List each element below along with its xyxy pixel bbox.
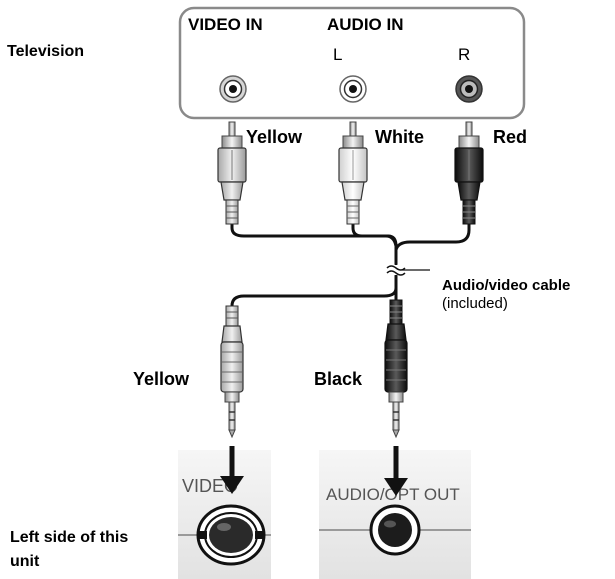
tv-audio-right-label: R bbox=[458, 45, 470, 64]
cable-name-label: Audio/video cable bbox=[442, 277, 570, 294]
black-mini-plug bbox=[384, 299, 408, 439]
white-plug-label: White bbox=[375, 127, 424, 147]
arrow-down-icon bbox=[220, 446, 244, 494]
yellow-mini-plug bbox=[220, 305, 244, 439]
tv-panel-frame bbox=[178, 6, 526, 120]
black-mini-plug-label: Black bbox=[314, 369, 363, 389]
cable-white-top bbox=[351, 222, 398, 248]
cable-red-top bbox=[394, 222, 471, 252]
av-cable bbox=[230, 222, 471, 314]
yellow-rca-plug bbox=[217, 121, 247, 225]
audio-opt-out-jack[interactable] bbox=[369, 504, 421, 556]
tv-audio-in-right-jack[interactable] bbox=[455, 75, 483, 103]
unit-side-label-line1: Left side of this bbox=[10, 529, 128, 546]
tv-video-in-label: VIDEO IN bbox=[188, 15, 263, 34]
tv-video-in-jack[interactable] bbox=[219, 75, 247, 103]
cable-note-label: (included) bbox=[442, 295, 508, 312]
video-jack[interactable] bbox=[196, 504, 266, 566]
red-plug-label: Red bbox=[493, 127, 527, 147]
tv-audio-in-left-jack[interactable] bbox=[339, 75, 367, 103]
audio-opt-out-label: AUDIO/OPT OUT bbox=[326, 485, 460, 504]
unit-video-panel: VIDEO bbox=[178, 450, 271, 579]
unit-side-label-line2: unit bbox=[10, 553, 40, 570]
cable-yellow-bottom bbox=[230, 274, 398, 314]
tv-audio-left-label: L bbox=[333, 45, 342, 64]
yellow-plug-label: Yellow bbox=[246, 127, 303, 147]
white-rca-plug bbox=[338, 121, 368, 225]
television-panel: VIDEO IN AUDIO IN L R bbox=[178, 6, 526, 120]
red-rca-plug bbox=[454, 121, 484, 225]
arrow-down-icon bbox=[384, 446, 408, 496]
yellow-mini-plug-label: Yellow bbox=[133, 369, 190, 389]
television-label: Television bbox=[7, 43, 84, 60]
tv-audio-in-label: AUDIO IN bbox=[327, 15, 404, 34]
unit-audio-panel: AUDIO/OPT OUT bbox=[319, 450, 471, 579]
